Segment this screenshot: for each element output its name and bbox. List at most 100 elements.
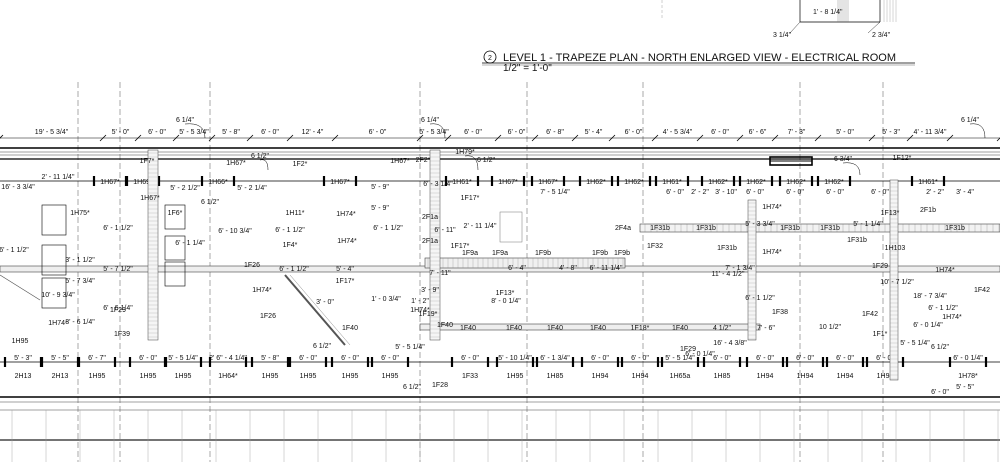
plan-annotation: 1F26 <box>260 313 276 320</box>
top-dimension-text: 19' - 5 3/4" <box>35 129 69 136</box>
dimension-tick <box>608 134 616 142</box>
hanger-tag-bottom: 1H95 <box>175 373 192 380</box>
dimension-tick <box>208 134 216 142</box>
top-dimension-text: 6' - 0" <box>148 129 166 136</box>
plan-annotation: 11' - 4 1/2" <box>712 271 745 278</box>
dimension-tick <box>696 134 704 142</box>
plan-annotation: 6' - 1 1/2" <box>745 295 775 302</box>
plan-annotation: 1F31b <box>717 245 737 252</box>
plan-annotation: 1H74* <box>336 211 356 218</box>
plan-annotation: 1F17* <box>461 195 480 202</box>
plan-annotation: 6 1/2" <box>251 153 270 160</box>
top-dimension-text: 6' - 8" <box>546 129 564 136</box>
top-dimension-text: 6' - 0" <box>508 129 526 136</box>
bottom-dimension-text: 5' - 5 1/4" <box>665 355 695 362</box>
plan-annotation: 1H74* <box>935 267 955 274</box>
plan-annotation: 6' - 1 1/2" <box>103 225 133 232</box>
hanger-tag-top: 1H67* <box>100 179 120 186</box>
plan-annotation: 1F40 <box>506 325 522 332</box>
top-dimension-text: 5' - 8" <box>222 129 240 136</box>
view-number: 2 <box>488 55 492 62</box>
plan-annotation: 1H67* <box>140 195 160 202</box>
plan-annotation: 6' - 0 1/4" <box>685 351 715 358</box>
plan-annotation: 1F31b <box>780 225 800 232</box>
plan-annotation: 18' - 7 3/4" <box>913 293 947 300</box>
hanger-tag-bottom: 1H94 <box>757 373 774 380</box>
electrical-panel <box>164 235 186 261</box>
dimension-tick <box>444 134 452 142</box>
bottom-dimension-text: 6' - 1 3/4" <box>540 355 570 362</box>
diagonal-conduit <box>284 274 346 346</box>
hanger-tag-top: 1H62* <box>708 179 728 186</box>
dimension-tick <box>172 134 180 142</box>
drawing-title: LEVEL 1 - TRAPEZE PLAN - NORTH ENLARGED … <box>503 52 896 64</box>
electrical-panel <box>164 261 186 287</box>
bottom-dimension-text: 6' - 0" <box>299 355 317 362</box>
dimension-tick <box>286 134 294 142</box>
plan-annotation: 1F40 <box>342 325 358 332</box>
plan-annotation: 1F42 <box>974 287 990 294</box>
plan-annotation: 6' - 0" <box>871 189 889 196</box>
plan-annotation: 6 3/4" <box>834 156 853 163</box>
plan-annotation: 1F40 <box>590 325 606 332</box>
hanger-tag-bottom: 1H65a <box>670 373 691 380</box>
hanger-tag-bottom: 1H95 <box>300 373 317 380</box>
plan-annotation: 1' - 0 3/4" <box>371 296 401 303</box>
plan-annotation: 1F6* <box>168 210 183 217</box>
plan-annotation: 1H95 <box>12 338 29 345</box>
plan-annotation: 1F4* <box>283 242 298 249</box>
plan-annotation: 2' - 2" <box>691 189 709 196</box>
top-dimension-text: 5' - 5 3/4" <box>419 129 449 136</box>
hanger-tag-top: 1H67* <box>498 179 518 186</box>
bottom-dimension-text: 6' - 0 1/4" <box>953 355 983 362</box>
dimension-tick <box>0 134 4 139</box>
plan-annotation: 3' - 9" <box>421 287 439 294</box>
plan-annotation: 5' - 2 1/4" <box>237 185 267 192</box>
plan-annotation: 16' - 3 3/4" <box>1 184 35 191</box>
plan-annotation: 1F9b <box>614 250 630 257</box>
plan-annotation: 8' - 0 1/4" <box>491 298 521 305</box>
plan-annotation: 6 1/2" <box>477 157 496 164</box>
plan-annotation: 3' - 0" <box>316 299 334 306</box>
plan-annotation: 1H75* <box>70 210 90 217</box>
plan-annotation: 6 1/2" <box>403 384 422 391</box>
plan-annotation: 6' - 1 1/2" <box>928 305 958 312</box>
plan-annotation: 2' - 11 1/4" <box>42 174 75 181</box>
hanger-tag-top: 1H62* <box>586 179 606 186</box>
plan-annotation: 1F31b <box>945 225 965 232</box>
hanger-tag-bottom: 1H95 <box>89 373 106 380</box>
plan-annotation: 6' - 1 1/4" <box>175 240 205 247</box>
plan-annotation: 5' - 2 1/2" <box>170 185 200 192</box>
dimension-tick <box>99 134 107 142</box>
hanger-tag-top: 1H61* <box>662 179 682 186</box>
detail-dimension: 1' - 8 1/4" <box>813 9 843 16</box>
plan-annotation: 1F40 <box>437 322 453 329</box>
leader-line <box>184 123 206 139</box>
plan-line <box>867 21 881 34</box>
leader-line <box>842 162 861 176</box>
dimension-tick <box>134 134 142 142</box>
leader-line <box>259 159 269 171</box>
hanger-tag-bottom: 1H94 <box>877 373 894 380</box>
top-dimension-text: 6' - 0" <box>261 129 279 136</box>
plan-annotation: 5' - 3 3/4" <box>745 221 775 228</box>
hanger-tag-bottom: 2H13 <box>15 373 32 380</box>
bottom-dimension-text: 6' - 0" <box>341 355 359 362</box>
plan-annotation: 3' - 4" <box>956 189 974 196</box>
plan-annotation: 1H74* <box>762 204 782 211</box>
electrical-panel <box>41 244 67 276</box>
plan-annotation: 1F29 <box>110 307 126 314</box>
plan-annotation: 1F31b <box>650 225 670 232</box>
hanger-tag-bottom: 1H64* <box>218 373 238 380</box>
plan-annotation: 3' - 10" <box>715 189 737 196</box>
hanger-tag-bottom: 1F33 <box>462 373 478 380</box>
hanger-tag-bottom: 1H85 <box>547 373 564 380</box>
top-dimension-text: 7' - 3" <box>788 129 806 136</box>
plan-annotation: 1F13* <box>881 210 900 217</box>
dimension-tick <box>331 134 339 142</box>
plan-annotation: 1F31b <box>847 237 867 244</box>
top-dimension-text: 5' - 5 3/4" <box>179 129 209 136</box>
hanger-tag-bottom: 1H94 <box>837 373 854 380</box>
plan-annotation: 5' - 5" <box>956 384 974 391</box>
top-dimension-text: 6' - 0" <box>711 129 729 136</box>
